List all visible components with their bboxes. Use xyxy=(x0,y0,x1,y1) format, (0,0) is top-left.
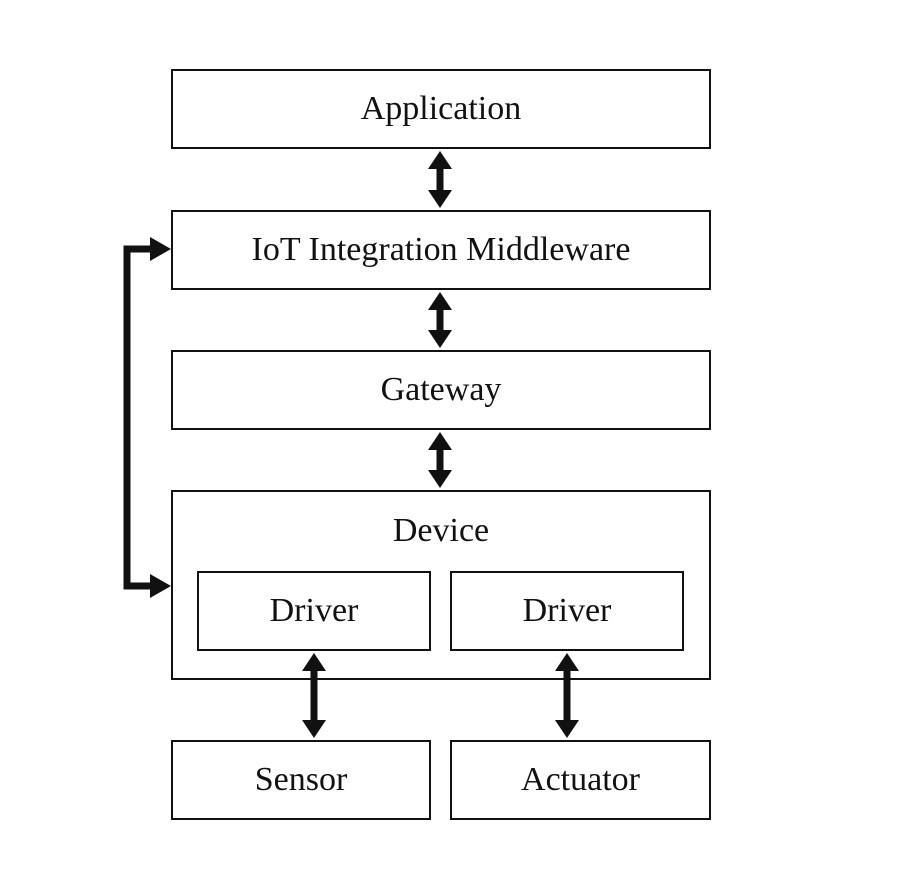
driver-label-right: Driver xyxy=(522,592,612,629)
driver-box-right: Driver xyxy=(450,571,684,651)
actuator-box: Actuator xyxy=(450,740,711,820)
application-box: Application xyxy=(171,69,711,149)
sensor-label: Sensor xyxy=(254,761,348,798)
application-label: Application xyxy=(360,90,522,127)
actuator-label: Actuator xyxy=(521,761,640,798)
arrow-middleware-gateway xyxy=(428,292,452,348)
arrow-middleware-device-bypass xyxy=(123,237,171,598)
driver-label-left: Driver xyxy=(269,592,359,629)
sensor-box: Sensor xyxy=(171,740,431,820)
arrow-gateway-device xyxy=(428,432,452,488)
device-label: Device xyxy=(392,512,490,549)
middleware-box: IoT Integration Middleware xyxy=(171,210,711,290)
gateway-box: Gateway xyxy=(171,350,711,430)
driver-box-left: Driver xyxy=(197,571,431,651)
arrow-application-middleware xyxy=(428,151,452,208)
gateway-label: Gateway xyxy=(380,371,502,408)
middleware-label: IoT Integration Middleware xyxy=(251,231,631,268)
